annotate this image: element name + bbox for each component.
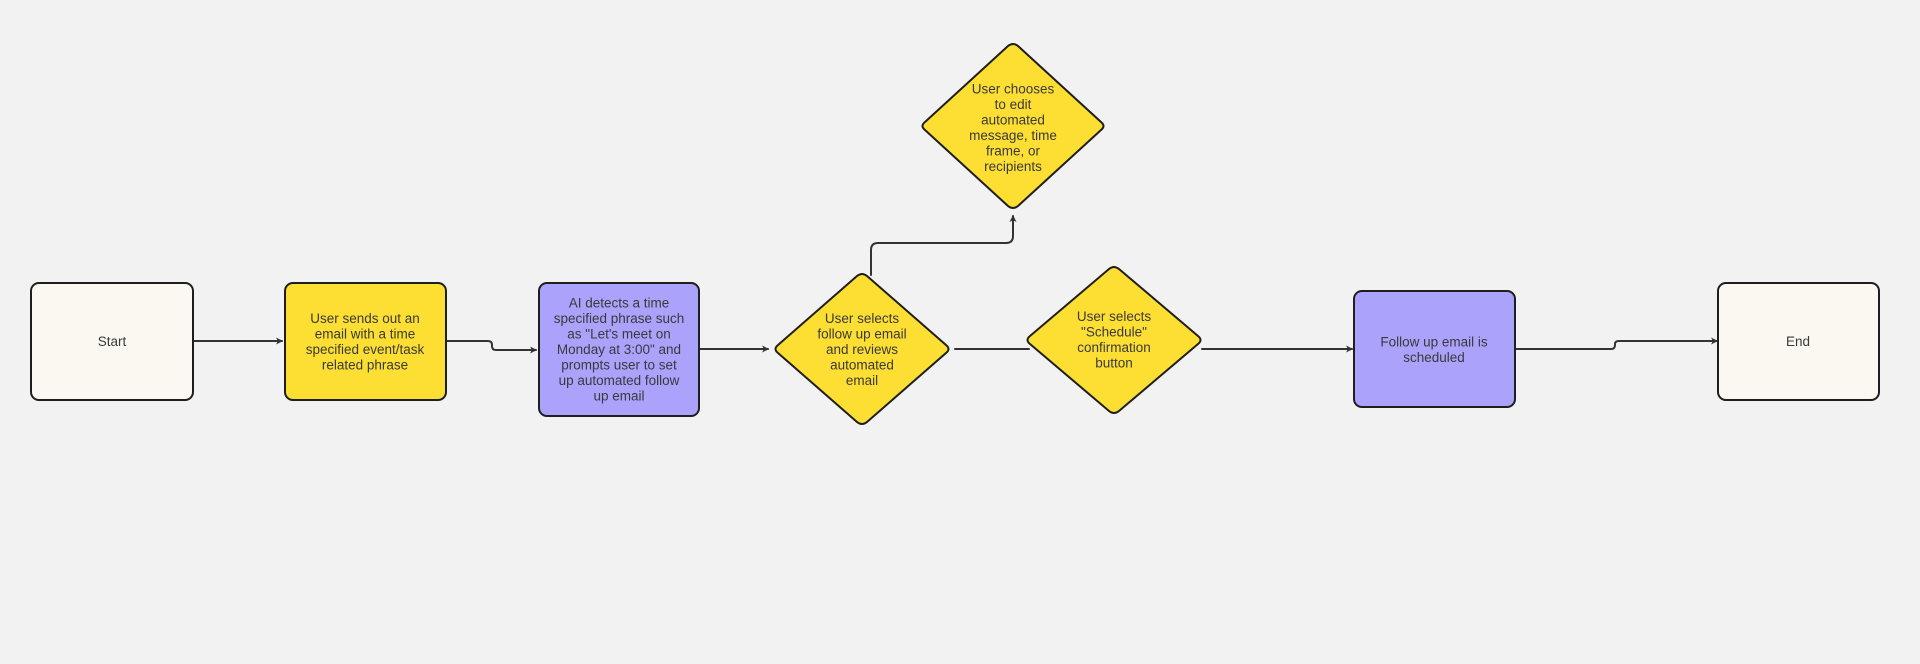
label-line: automated [830, 358, 894, 373]
label-line: frame, or [986, 143, 1041, 158]
label-line: User selects [825, 311, 900, 326]
node-end[interactable]: End [1717, 282, 1880, 401]
node-start[interactable]: Start [30, 282, 194, 401]
edge-send-email-to-ai-detects [446, 340, 538, 354]
node-scheduled-shape [1353, 290, 1516, 408]
node-end-shape [1717, 282, 1880, 401]
label-line: Start [98, 334, 127, 349]
node-select-followup-shape [774, 273, 950, 425]
label-line: recipients [984, 159, 1042, 174]
label-line: prompts user to set [561, 358, 677, 373]
label-line: Follow up email is [1380, 334, 1488, 349]
edge-select-followup-to-edit-choice [870, 214, 1017, 276]
label-line: as "Let's meet on [567, 327, 670, 342]
edges [192, 214, 1719, 354]
label-line: End [1786, 334, 1810, 349]
label-line: message, time [969, 128, 1057, 143]
node-edit-choice-shape [921, 43, 1105, 209]
label-line: specified event/task [306, 342, 425, 357]
label-line: Monday at 3:00" and [557, 342, 681, 357]
label-line: scheduled [1403, 350, 1465, 365]
node-start-label: Start [98, 334, 127, 349]
label-line: User sends out an [310, 311, 420, 326]
label-line: button [1095, 355, 1133, 370]
label-line: follow up email [817, 327, 906, 342]
edge-scheduled-to-end [1514, 337, 1719, 350]
node-start-shape [30, 282, 194, 401]
label-line: User chooses [972, 81, 1055, 96]
label-line: email with a time [315, 326, 416, 341]
label-line: up automated follow [559, 373, 680, 388]
node-send-email-shape [284, 282, 447, 401]
label-line: email [846, 373, 878, 388]
label-line: "Schedule" [1081, 324, 1147, 339]
label-line: up email [593, 389, 644, 404]
node-select-schedule-shape [1026, 266, 1202, 414]
label-line: AI detects a time [569, 296, 670, 311]
label-line: User selects [1077, 309, 1152, 324]
label-line: and reviews [826, 342, 898, 357]
node-end-label: End [1786, 334, 1810, 349]
label-line: confirmation [1077, 340, 1151, 355]
label-line: automated [981, 112, 1045, 127]
label-line: to edit [995, 97, 1032, 112]
label-line: related phrase [322, 357, 408, 372]
label-line: specified phrase such [554, 311, 685, 326]
node-ai-detects-shape [538, 282, 700, 417]
